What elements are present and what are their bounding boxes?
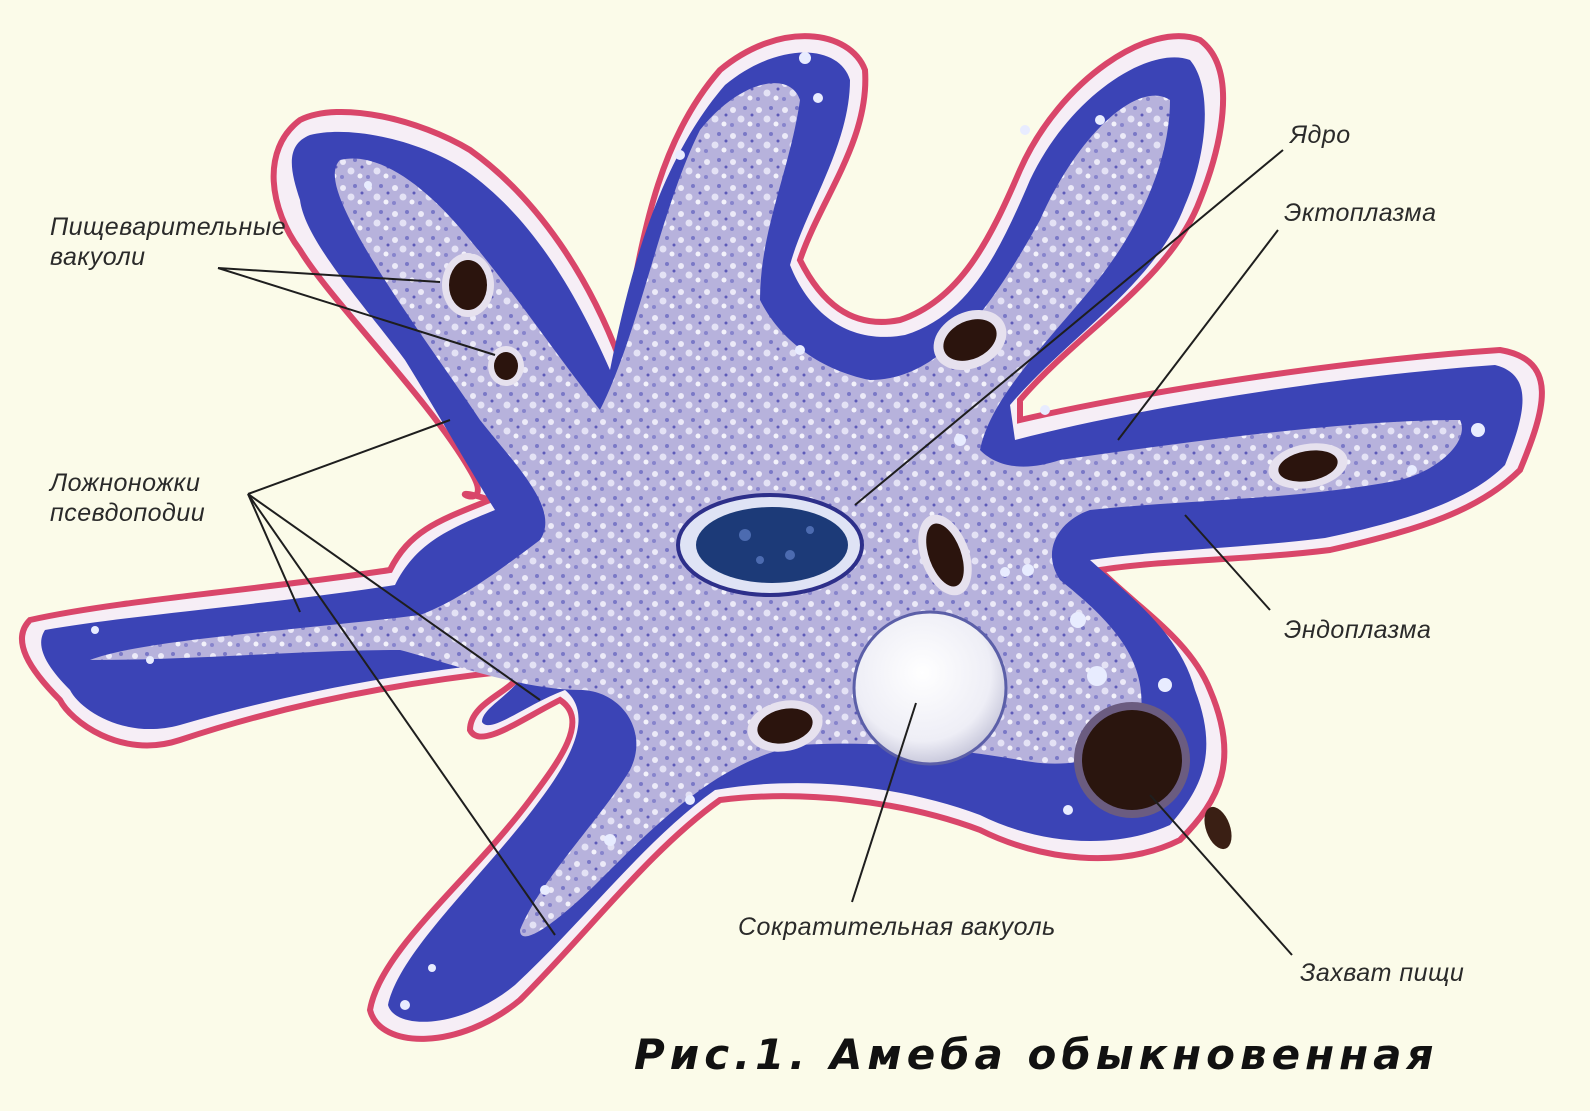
label-endoplasm: Эндоплазма (1284, 615, 1431, 645)
label-food-capture: Захват пищи (1300, 958, 1464, 988)
label-digestive-vacuoles-text: Пищеварительные вакуоли (50, 212, 286, 272)
figure-caption: Рис.1. Амеба обыкновенная (634, 1030, 1438, 1079)
contractile-vacuole (854, 612, 1006, 764)
label-ectoplasm: Эктоплазма (1284, 198, 1436, 228)
label-digestive-vacuoles: Пищеварительные вакуоли (50, 212, 286, 272)
nucleus (678, 495, 862, 595)
label-contractile-vacuole: Сократительная вакуоль (738, 912, 1056, 942)
label-pseudopodia: Ложноножки псевдоподии (50, 468, 205, 528)
label-nucleus: Ядро (1290, 120, 1351, 150)
label-pseudopodia-text: Ложноножки псевдоподии (50, 468, 205, 528)
